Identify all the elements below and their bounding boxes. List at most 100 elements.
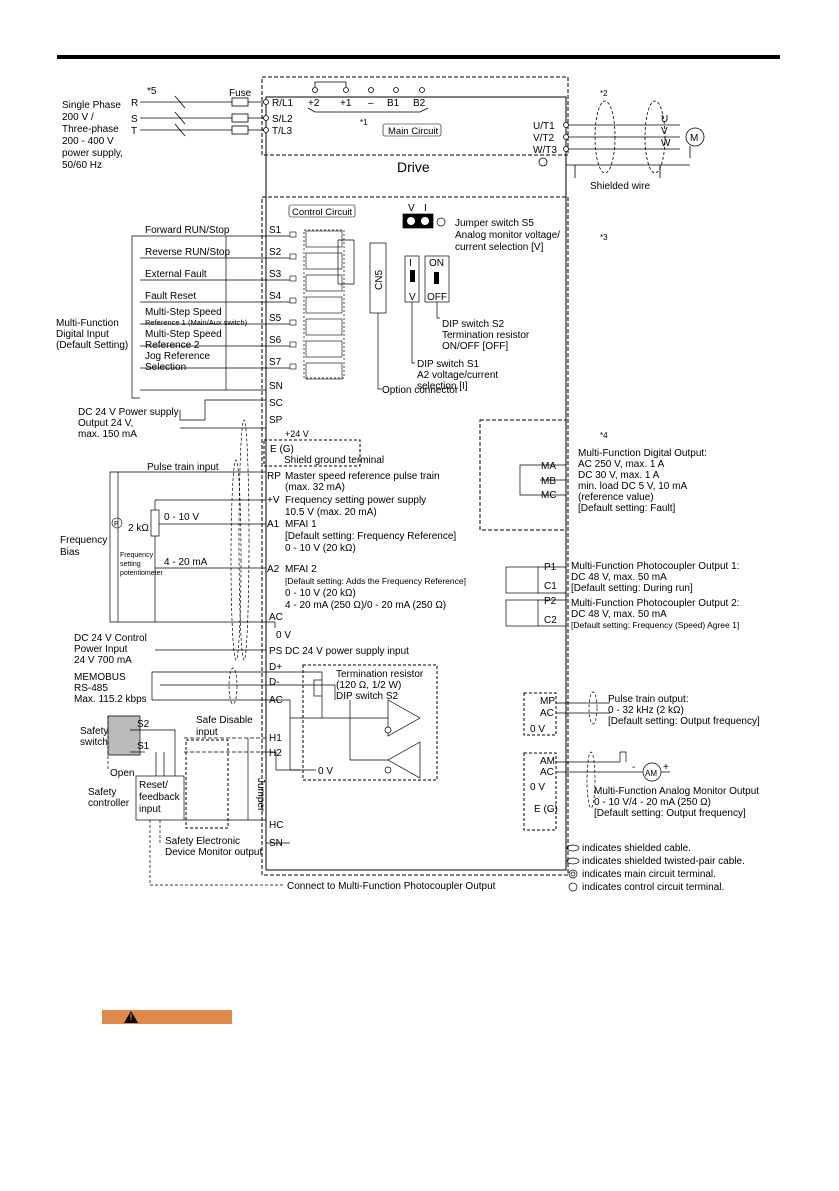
do-line3: DC 30 V, max. 1 A (578, 470, 660, 481)
frequency-label: Frequency (60, 535, 107, 546)
am-line3: [Default setting: Output frequency] (594, 808, 746, 819)
terminal-vt2: V/T2 (533, 133, 555, 144)
safety-0v: 0 V (318, 766, 333, 777)
ma420-label: 4 - 20 mA (164, 557, 208, 568)
mfdi-line2: Digital Input (56, 329, 109, 340)
safety-s2: S2 (137, 719, 150, 730)
reset-line2: feedback (139, 792, 181, 803)
term-sc: SC (269, 398, 283, 409)
dc-terminal-b2: B2 (413, 98, 426, 109)
main-note2: *2 (600, 89, 608, 98)
s1-i: I (409, 258, 412, 269)
term-rp: RP (267, 471, 281, 482)
legend-3: indicates main circuit terminal. (582, 869, 716, 880)
di-2-term: S2 (269, 247, 282, 258)
term-mp-ac: AC (540, 708, 554, 719)
cn5-label: CN5 (374, 270, 385, 290)
pulse-symbol: P (114, 521, 119, 528)
comm-line2: RS-485 (74, 683, 108, 694)
shielded-wire-label: Shielded wire (590, 181, 650, 192)
di-2-desc: Reverse RUN/Stop (145, 247, 230, 258)
di-5-term: S5 (269, 313, 282, 324)
term-c2: C2 (544, 615, 557, 626)
am-box (523, 752, 557, 831)
drive-box (265, 96, 567, 871)
safety-switch-2: switch (80, 737, 108, 748)
phase-s: S (131, 114, 138, 125)
terminal-ut1: U/T1 (533, 121, 555, 132)
supply-note: *5 (147, 86, 157, 97)
pc1-line3: [Default setting: During run] (571, 583, 693, 594)
dc-terminal-minus: – (368, 98, 374, 109)
pv-desc: Frequency setting power supply (285, 495, 426, 506)
mp-line3: [Default setting: Output frequency] (608, 716, 760, 727)
term-p2: P2 (544, 596, 557, 607)
supply-line4: 200 - 400 V (62, 136, 114, 147)
safe-disable-1: Safe Disable (196, 715, 253, 726)
header-rule (57, 55, 780, 59)
pot-line2: setting (120, 561, 141, 568)
legend-2: indicates shielded twisted-pair cable. (582, 856, 745, 867)
v010-label: 0 - 10 V (164, 512, 199, 523)
phase-t: T (131, 126, 137, 137)
s2-off: OFF (427, 292, 447, 303)
di-3-desc: External Fault (145, 269, 207, 280)
main-circuit-label: Main Circuit (388, 126, 439, 137)
mp-line2: 0 - 32 kHz (2 kΩ) (608, 705, 684, 716)
motor-w: W (661, 138, 671, 149)
warning-icon (124, 1011, 138, 1023)
mp-0v: 0 V (530, 724, 545, 735)
s2-line1: DIP switch S2 (442, 319, 504, 330)
s5-v: V (408, 203, 415, 214)
control-circuit-label: Control Circuit (292, 207, 353, 218)
term-ma: MA (541, 461, 556, 472)
control-note3: *3 (600, 233, 608, 242)
term-res-line3: DIP switch S2 (336, 691, 398, 702)
term-c1: C1 (544, 581, 557, 592)
term-safety-sn: SN (269, 838, 283, 849)
term-pv: +V (267, 495, 280, 506)
control-note4: *4 (600, 431, 608, 440)
a2-desc: MFAI 2 (285, 564, 317, 575)
pc2-line1: Multi-Function Photocoupler Output 2: (571, 598, 739, 609)
di-1-desc: Forward RUN/Stop (145, 225, 230, 236)
safety-controller-2: controller (88, 798, 130, 809)
term-h1: H1 (269, 733, 282, 744)
warning-icon-mark: ! (129, 1012, 133, 1022)
shield-terminal-box (263, 439, 361, 467)
bias-label: Bias (60, 547, 79, 558)
shield-ground-label: Shield ground terminal (284, 455, 384, 466)
do-line5: (reference value) (578, 492, 654, 503)
edm-line2: Device Monitor output (165, 847, 262, 858)
phase-r: R (131, 98, 138, 109)
di-5-desc: Multi-Step Speed (145, 307, 222, 318)
connect-label: Connect to Multi-Function Photocoupler O… (287, 881, 496, 892)
motor-label: M (690, 133, 698, 144)
term-comm-ac: AC (269, 695, 283, 706)
supply-line1: Single Phase (62, 100, 121, 111)
safety-open: Open (110, 768, 134, 779)
do-line4: min. load DC 5 V, 10 mA (578, 481, 687, 492)
dc-terminal-plus1: +1 (340, 98, 352, 109)
mp-line1: Pulse train output: (608, 694, 689, 705)
dc-terminal-b1: B1 (387, 98, 400, 109)
term-am: AM (540, 756, 555, 767)
s5-line2: Analog monitor voltage/ (455, 230, 560, 241)
s2-line2: Termination resistor (442, 330, 530, 341)
jumper-label: Jumper (255, 778, 266, 812)
comm-line1: MEMOBUS (74, 672, 126, 683)
s1-line3: selection [I] (417, 381, 468, 392)
s5-line3: current selection [V] (455, 242, 544, 253)
safe-disable-box (185, 739, 229, 829)
mfdi-line3: (Default Setting) (56, 340, 128, 351)
am-meter: AM (645, 769, 657, 778)
safety-s1: S1 (137, 741, 150, 752)
a1-desc3: 0 - 10 V (20 kΩ) (285, 543, 356, 554)
am-line2: 0 - 10 V/4 - 20 mA (250 Ω) (594, 797, 711, 808)
reset-line3: input (139, 804, 161, 815)
ac-0v: 0 V (276, 630, 291, 641)
plus24-label: +24 V (285, 429, 309, 439)
pc2-line3: [Default setting: Frequency (Speed) Agre… (571, 620, 739, 630)
legend-4: indicates control circuit terminal. (582, 882, 724, 893)
